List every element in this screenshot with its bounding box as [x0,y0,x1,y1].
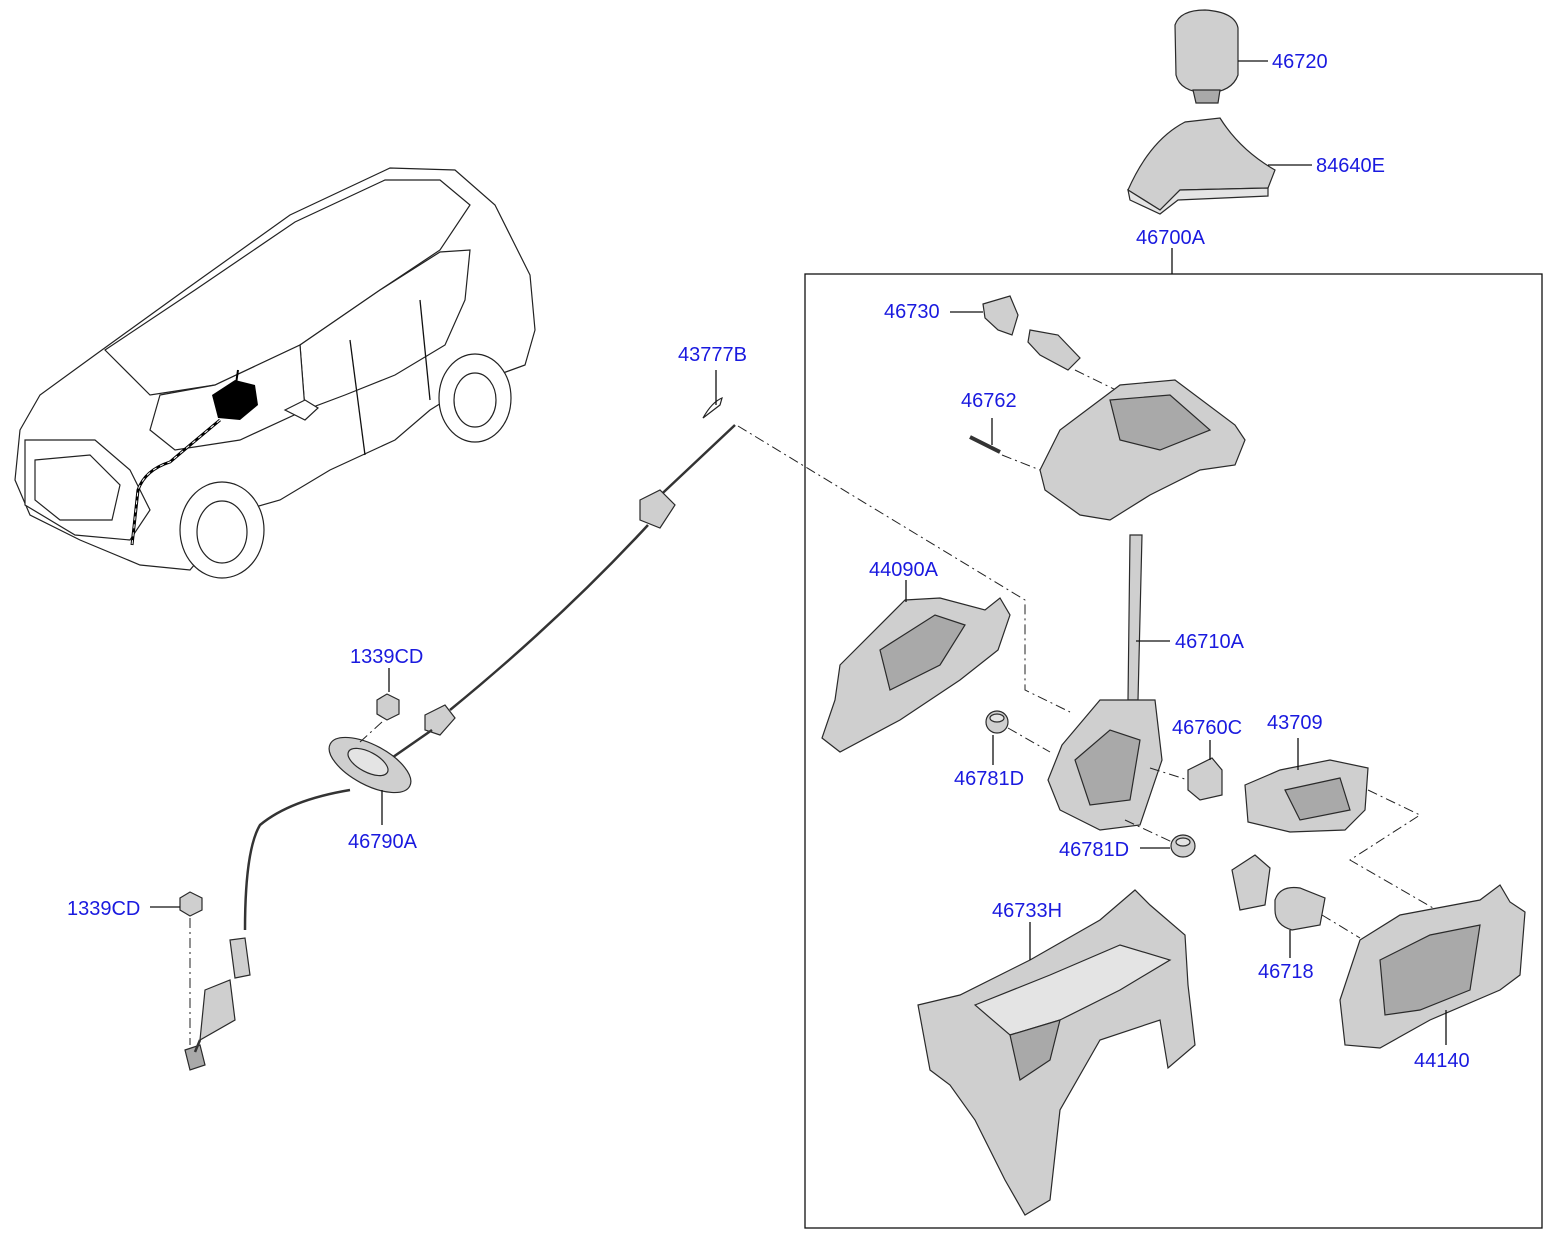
part-label-1339cd-upper[interactable]: 1339CD [350,646,424,668]
shift-lever-illustration [1047,534,1170,831]
nut-lower-illustration [150,891,203,1045]
part-label-46700a[interactable]: 46700A [1136,227,1205,249]
shift-cable-illustration [184,370,1071,1071]
part-label-46730[interactable]: 46730 [884,301,940,323]
part-label-46781d-right[interactable]: 46781D [1059,839,1130,861]
upper-housing-illustration [969,379,1246,521]
part-label-1339cd-lower[interactable]: 1339CD [67,898,141,920]
part-label-46710a[interactable]: 46710A [1175,631,1244,653]
assembly-frame [804,248,1543,1229]
part-label-46760c[interactable]: 46760C [1172,717,1243,739]
housing-44090a-illustration [821,580,1011,753]
part-label-84640e[interactable]: 84640E [1316,155,1385,177]
part-label-46733h[interactable]: 46733H [992,900,1063,922]
shift-boot-illustration [1127,117,1312,215]
part-label-46781d-left[interactable]: 46781D [954,768,1025,790]
bracket-46733h-illustration [917,889,1196,1216]
part-label-44140[interactable]: 44140 [1414,1050,1470,1072]
bushing-left-illustration [985,710,1051,765]
housing-44140-illustration [1339,884,1526,1049]
solenoid-46718-illustration [1231,854,1361,958]
part-label-43777b[interactable]: 43777B [678,344,747,366]
part-label-46790a[interactable]: 46790A [348,831,417,853]
part-label-46718[interactable]: 46718 [1258,961,1314,983]
module-43709-illustration [1244,738,1441,913]
vehicle-illustration [14,167,536,579]
bushing-right-illustration [1124,819,1196,858]
shift-knob-illustration [1174,9,1268,104]
bracket-46730-illustration [950,295,1121,393]
part-label-44090a[interactable]: 44090A [869,559,938,581]
sensor-46760c-illustration [1149,740,1223,801]
part-label-46762[interactable]: 46762 [961,390,1017,412]
part-label-46720[interactable]: 46720 [1272,51,1328,73]
nut-upper-illustration [359,668,400,743]
part-label-43709[interactable]: 43709 [1267,712,1323,734]
grommet-46790a-illustration [328,736,412,825]
